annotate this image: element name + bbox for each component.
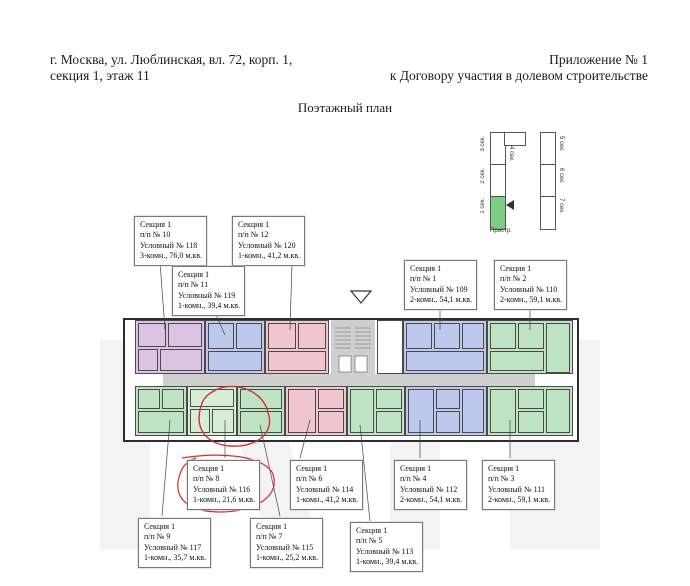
callout-line: п/п № 8 — [193, 474, 220, 484]
apartment-120-area — [265, 320, 329, 374]
callout-line: 1-комн., 39,4 м.кв. — [356, 557, 419, 567]
callout-line: Условный № 112 — [400, 484, 458, 494]
callout-line: 2-комн., 54,1 м.кв. — [400, 495, 463, 505]
callout-line: п/п № 11 — [178, 280, 209, 290]
callout-line: п/п № 5 — [356, 536, 383, 546]
callout-line: Секция 1 — [140, 220, 172, 229]
callout-line: п/п № 6 — [296, 474, 323, 484]
callout-line: Условный № 116 — [193, 484, 251, 494]
callout-apartment-113: Секция 1 п/п № 5 Условный № 113 1-комн.,… — [350, 522, 424, 572]
apartment-117-area — [135, 386, 187, 436]
callout-apartment-116: Секция 1 п/п № 8 Условный № 116 1-комн.,… — [187, 460, 261, 510]
apartment-112-area — [405, 386, 487, 436]
scheme-label-6: 6 сек. — [558, 168, 564, 184]
callout-line: 1-комн., 35,7 м.кв. — [144, 553, 207, 563]
callout-line: Секция 1 — [356, 526, 388, 535]
scheme-label-7: 7 сек. — [558, 198, 564, 214]
callout-line: п/п № 7 — [256, 532, 283, 542]
scheme-column-right — [540, 132, 556, 230]
callout-line: Условный № 118 — [140, 240, 198, 250]
callout-line: 1-комн., 41,2 м.кв. — [296, 495, 359, 505]
highlight-circle — [198, 385, 271, 447]
callout-line: Секция 1 — [500, 264, 532, 273]
callout-line: 2-комн., 59,1 м.кв. — [500, 295, 563, 305]
callout-line: п/п № 9 — [144, 532, 171, 542]
callout-line: Секция 1 — [178, 270, 210, 279]
callout-line: Секция 1 — [488, 464, 520, 473]
callout-line: 3-комн., 76,0 м.кв. — [140, 251, 203, 261]
callout-line: п/п № 10 — [140, 230, 171, 240]
callout-line: 2-комн., 59,1 м.кв. — [488, 495, 551, 505]
callout-line: п/п № 1 — [410, 274, 437, 284]
apartment-118-area — [135, 320, 205, 374]
callout-apartment-117: Секция 1 п/п № 9 Условный № 117 1-комн.,… — [138, 518, 212, 568]
scheme-section-1-highlight — [491, 197, 505, 229]
apartment-119-area — [205, 320, 265, 374]
callout-line: Секция 1 — [400, 464, 432, 473]
apartment-114-area — [285, 386, 347, 436]
scheme-label-5: 5 сек. — [558, 136, 564, 152]
callout-line: п/п № 12 — [238, 230, 269, 240]
stairs-icon — [335, 327, 371, 373]
callout-line: Условный № 109 — [410, 284, 468, 294]
callout-line: Секция 1 — [256, 522, 288, 531]
address-block: г. Москва, ул. Люблинская, вл. 72, корп.… — [50, 52, 292, 84]
apartment-116-area — [187, 386, 237, 436]
callout-line: п/п № 2 — [500, 274, 527, 284]
technical-area — [377, 320, 403, 374]
scheme-arrow-icon — [506, 200, 514, 210]
callout-apartment-120: Секция 1 п/п № 12 Условный № 120 1-комн.… — [232, 216, 306, 266]
callout-line: Условный № 115 — [256, 542, 314, 552]
appendix-line-2: к Договору участия в долевом строительст… — [389, 68, 648, 83]
callout-apartment-115: Секция 1 п/п № 7 Условный № 115 1-комн.,… — [250, 518, 324, 568]
appendix-line-1: Приложение № 1 — [549, 52, 648, 67]
direction-marker-icon — [350, 290, 372, 304]
address-line-1: г. Москва, ул. Люблинская, вл. 72, корп.… — [50, 52, 293, 67]
appendix-block: Приложение № 1 к Договору участия в доле… — [390, 52, 648, 84]
callout-line: Условный № 119 — [178, 290, 236, 300]
apartment-113-area — [347, 386, 405, 436]
callout-apartment-112: Секция 1 п/п № 4 Условный № 112 2-комн.,… — [394, 460, 468, 510]
scheme-column-left — [490, 132, 506, 230]
apartment-115-area — [237, 386, 285, 436]
callout-line: Условный № 114 — [296, 484, 354, 494]
callout-apartment-109: Секция 1 п/п № 1 Условный № 109 2-комн.,… — [404, 260, 478, 310]
callout-apartment-118: Секция 1 п/п № 10 Условный № 118 3-комн.… — [134, 216, 208, 266]
scheme-section-4 — [504, 132, 526, 146]
callout-line: 2-комн., 54,1 м.кв. — [410, 295, 473, 305]
callout-line: Секция 1 — [144, 522, 176, 531]
corridor — [163, 374, 535, 386]
callout-line: Условный № 120 — [238, 240, 296, 250]
address-line-2: секция 1, этаж 11 — [50, 68, 150, 83]
callout-line: Секция 1 — [410, 264, 442, 273]
callout-line: 1-комн., 21,6 м.кв. — [193, 495, 256, 505]
callout-line: 1-комн., 25,2 м.кв. — [256, 553, 319, 563]
callout-line: 1-комн., 41,2 м.кв. — [238, 251, 301, 261]
apartment-111-area — [487, 386, 573, 436]
callout-line: 1-комн., 39,4 м.кв. — [178, 301, 241, 311]
callout-line: Секция 1 — [238, 220, 270, 229]
callout-apartment-114: Секция 1 п/п № 6 Условный № 114 1-комн.,… — [290, 460, 364, 510]
scheme-label-4: 4 сек. — [508, 146, 514, 162]
callout-line: п/п № 4 — [400, 474, 427, 484]
callout-apartment-110: Секция 1 п/п № 2 Условный № 110 2-комн.,… — [494, 260, 568, 310]
section-scheme: 1 сек. 2 сек. 3 сек. 4 сек. 5 сек. 6 сек… — [470, 128, 580, 238]
plan-title: Поэтажный план — [297, 100, 393, 115]
callout-apartment-119: Секция 1 п/п № 11 Условный № 119 1-комн.… — [172, 266, 246, 316]
apartment-109-area — [403, 320, 487, 374]
callout-line: Секция 1 — [296, 464, 328, 473]
callout-line: Секция 1 — [193, 464, 225, 473]
callout-line: п/п № 3 — [488, 474, 515, 484]
highlight-callout-circle — [177, 454, 275, 513]
callout-line: Условный № 113 — [356, 546, 414, 556]
callout-apartment-111: Секция 1 п/п № 3 Условный № 111 2-комн.,… — [482, 460, 556, 510]
callout-line: Условный № 117 — [144, 542, 202, 552]
callout-line: Условный № 111 — [488, 484, 545, 494]
callout-line: Условный № 110 — [500, 284, 558, 294]
stair-core — [331, 320, 375, 380]
scheme-entrance-label: Пристр. — [490, 228, 512, 234]
